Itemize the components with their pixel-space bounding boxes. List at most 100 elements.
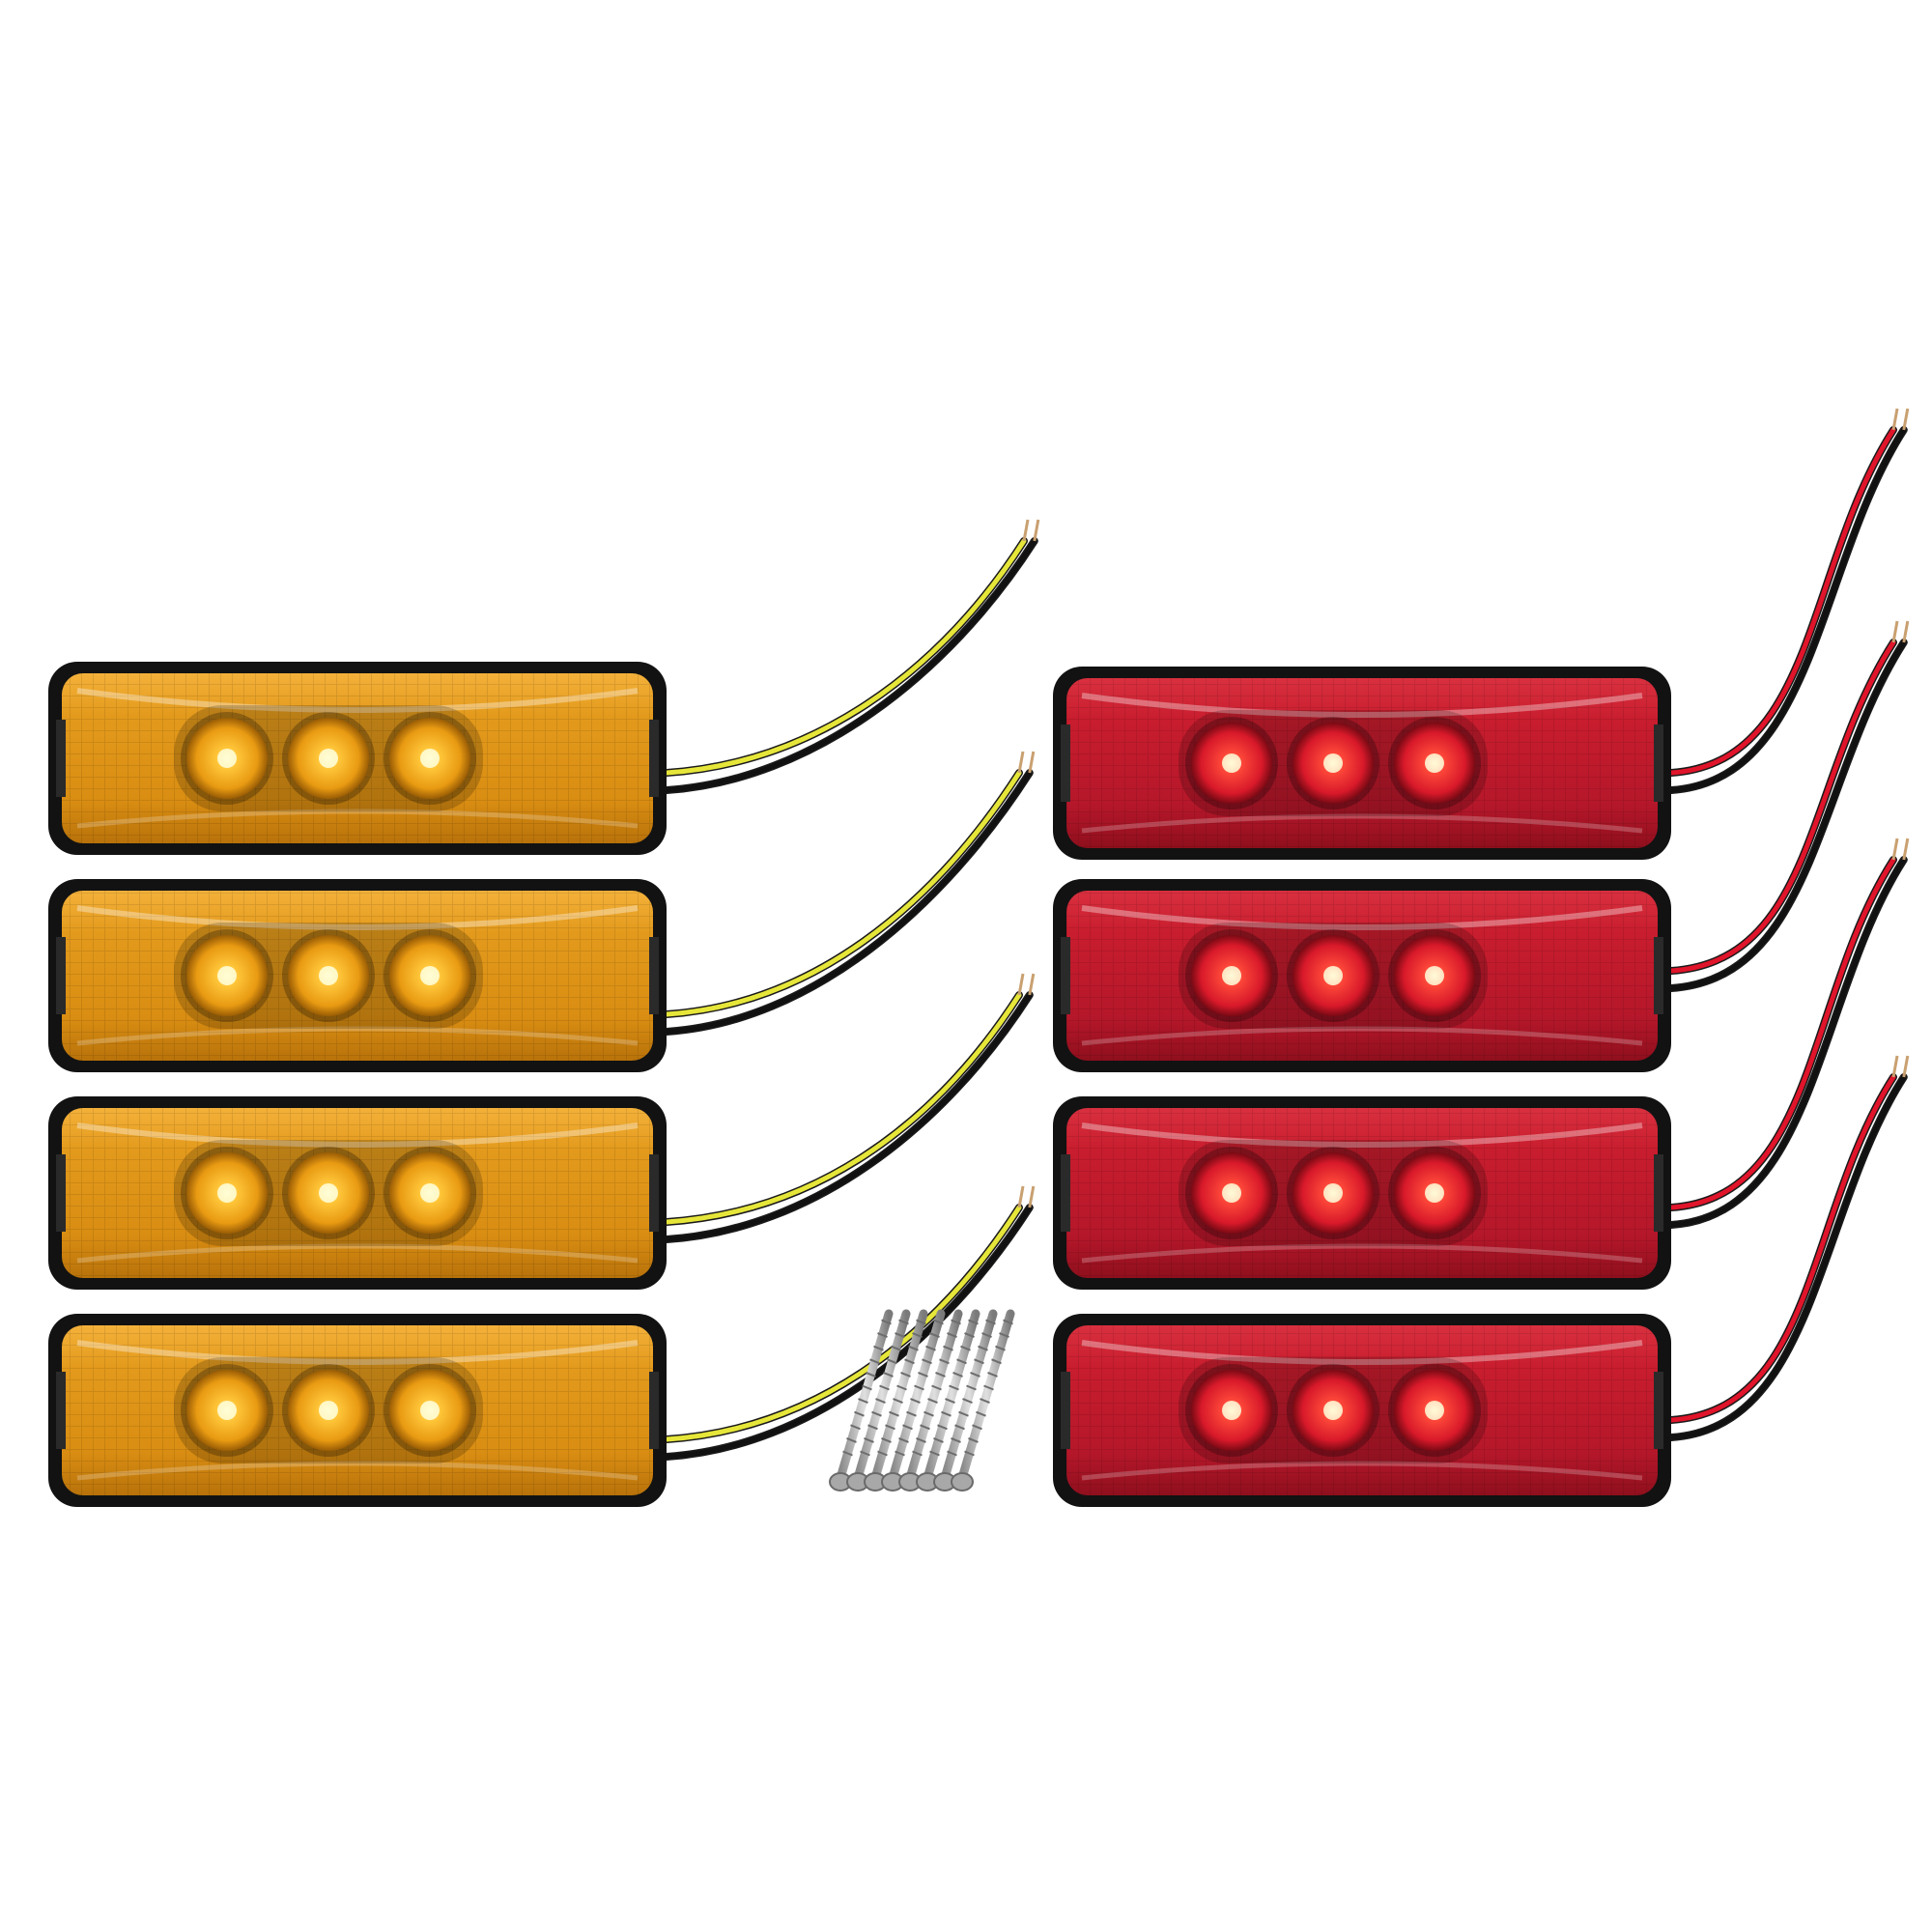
screw-thread: [893, 1398, 903, 1405]
wire-pair: [663, 519, 1040, 794]
screw-thread: [842, 1450, 853, 1457]
screw-thread: [941, 1410, 952, 1417]
screw-thread: [869, 1358, 880, 1365]
lens-highlight: [1081, 813, 1643, 834]
screw: [951, 1309, 1015, 1492]
screw-thread: [922, 1358, 932, 1365]
wire: [1668, 427, 1907, 793]
led-glow: [1323, 753, 1343, 773]
wire-outline: [663, 769, 1034, 1036]
lens-highlight: [76, 809, 639, 829]
wire-tip: [1022, 519, 1030, 542]
screw-thread: [883, 1371, 894, 1378]
screw-thread: [951, 1319, 961, 1325]
led-glow: [217, 1183, 237, 1203]
screw-thread: [964, 1332, 975, 1339]
amber-marker-light: [48, 973, 1036, 1290]
led-glow: [319, 966, 338, 985]
screw-thread: [881, 1436, 892, 1443]
screw-thread: [962, 1398, 973, 1405]
screw-thread: [875, 1398, 886, 1405]
lens-highlight: [1081, 905, 1643, 930]
screw-thread: [925, 1345, 936, 1351]
screw-thread: [867, 1424, 878, 1431]
mounting-tab: [56, 937, 66, 1014]
led-glow: [420, 749, 440, 768]
screw-thread: [939, 1358, 950, 1365]
led-glow: [1425, 1401, 1444, 1420]
screw-thread: [935, 1371, 946, 1378]
wire-pair: [1667, 620, 1910, 992]
screw-thread: [902, 1424, 913, 1431]
screw-shaft: [923, 1309, 980, 1483]
screw-thread: [968, 1319, 979, 1325]
wire-tip: [1033, 519, 1040, 542]
screw-thread: [968, 1436, 979, 1443]
wire-outline: [663, 991, 1023, 1226]
screw-thread: [871, 1410, 882, 1417]
led-glow: [1222, 1401, 1241, 1420]
wire: [1668, 639, 1907, 991]
screw-thread: [985, 1319, 996, 1325]
lens-highlight: [76, 1243, 639, 1264]
wire-tip: [1891, 1055, 1899, 1078]
screw-thread: [891, 1345, 901, 1351]
wire-pair: [663, 751, 1036, 1036]
screw-thread: [898, 1319, 909, 1325]
red-marker-light: [1053, 1055, 1910, 1507]
mounting-tab: [56, 1372, 66, 1449]
lens-highlight: [76, 1461, 639, 1481]
screw-thread: [912, 1332, 923, 1339]
wire: [664, 992, 1033, 1242]
wire-tip: [1891, 408, 1899, 431]
led-glow: [420, 966, 440, 985]
screw-thread: [912, 1450, 923, 1457]
screw-thread: [906, 1410, 917, 1417]
screw-thread: [858, 1398, 868, 1405]
lens-highlight: [1081, 1122, 1643, 1148]
red-marker-light: [1053, 408, 1910, 860]
screw-thread: [860, 1450, 870, 1457]
wire-tip: [1028, 751, 1036, 774]
screw-thread: [904, 1358, 915, 1365]
lens-highlight: [1081, 1243, 1643, 1264]
screw-thread: [864, 1436, 874, 1443]
screw-thread: [850, 1424, 861, 1431]
screw: [846, 1309, 911, 1492]
mounting-tab: [649, 1154, 659, 1232]
lens-highlight: [76, 1122, 639, 1148]
screw-thread: [958, 1410, 969, 1417]
lens-highlight: [1081, 1340, 1643, 1365]
wire-tip: [1891, 620, 1899, 643]
mounting-tab: [649, 1372, 659, 1449]
screw-thread: [951, 1436, 961, 1443]
screw-thread: [846, 1436, 857, 1443]
screw-thread: [929, 1332, 940, 1339]
screw-thread: [980, 1398, 990, 1405]
screw-thread: [918, 1371, 928, 1378]
wire-tip: [1017, 751, 1025, 774]
wire: [1668, 639, 1896, 974]
screw-thread: [947, 1332, 957, 1339]
red-marker-light: [1053, 620, 1910, 1072]
screw-thread: [972, 1424, 982, 1431]
led-glow: [1323, 1183, 1343, 1203]
led-glow: [1222, 753, 1241, 773]
screw-thread: [978, 1345, 988, 1351]
screw-thread: [981, 1332, 992, 1339]
screw-thread: [947, 1450, 957, 1457]
screw-thread: [879, 1384, 890, 1391]
screw: [933, 1309, 998, 1492]
screw: [864, 1309, 928, 1492]
mounting-tab: [1061, 1154, 1070, 1232]
screw: [829, 1309, 894, 1492]
led-glow: [420, 1401, 440, 1420]
mounting-tab: [649, 937, 659, 1014]
wire-outline: [1667, 856, 1908, 1229]
screw-thread: [945, 1398, 955, 1405]
led-glow: [420, 1183, 440, 1203]
screw-shaft: [905, 1309, 963, 1483]
wire: [664, 770, 1022, 1017]
screw-thread: [908, 1345, 919, 1351]
screw-thread: [929, 1450, 940, 1457]
